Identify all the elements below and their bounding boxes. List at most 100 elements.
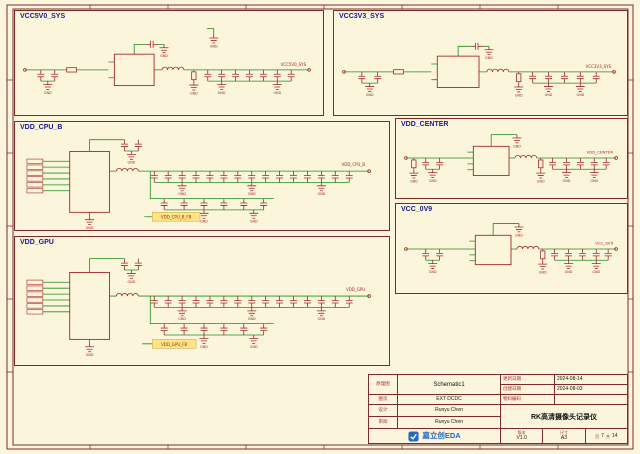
- capacitor[interactable]: [560, 71, 569, 84]
- capacitor[interactable]: [592, 71, 601, 84]
- capacitor[interactable]: [604, 248, 613, 261]
- capacitor[interactable]: [470, 42, 483, 51]
- capacitor[interactable]: [180, 198, 188, 211]
- inductor[interactable]: [116, 167, 139, 172]
- ic-body[interactable]: [472, 145, 510, 177]
- capacitor[interactable]: [317, 170, 326, 183]
- capacitor[interactable]: [134, 258, 143, 271]
- created-date-value[interactable]: 2024-08-03: [555, 385, 627, 395]
- gnd-symbol[interactable]: [84, 342, 95, 358]
- capacitor[interactable]: [528, 71, 537, 84]
- wire[interactable]: [42, 258, 370, 345]
- net-label[interactable]: VCC5V0_SYS: [281, 62, 307, 67]
- capacitor[interactable]: [331, 295, 340, 308]
- gnd-symbol[interactable]: [543, 82, 554, 98]
- gnd-symbol[interactable]: [535, 169, 546, 184]
- gnd-symbol[interactable]: [84, 215, 95, 230]
- gnd-symbol[interactable]: [364, 82, 375, 98]
- reviewer-name[interactable]: Runyu Chen: [398, 417, 501, 429]
- net-port-flag[interactable]: [26, 176, 44, 182]
- ic-body[interactable]: [436, 55, 480, 88]
- capacitor[interactable]: [576, 71, 585, 84]
- capacitor[interactable]: [164, 170, 173, 183]
- net-label[interactable]: VCC3V3_SYS: [586, 64, 612, 69]
- gnd-symbol[interactable]: [188, 81, 199, 96]
- capacitor[interactable]: [576, 157, 585, 170]
- updated-date-value[interactable]: 2024-08-14: [555, 375, 627, 385]
- capacitor[interactable]: [160, 198, 169, 211]
- net-port[interactable]: [404, 247, 408, 251]
- capacitor[interactable]: [36, 69, 45, 82]
- capacitor[interactable]: [217, 69, 226, 82]
- block-title[interactable]: VDD_CENTER: [401, 121, 449, 128]
- gnd-symbol[interactable]: [561, 168, 572, 184]
- capacitor[interactable]: [261, 295, 270, 308]
- gnd-symbol[interactable]: [483, 45, 494, 61]
- capacitor[interactable]: [261, 170, 270, 183]
- net-port-flag[interactable]: [26, 309, 44, 315]
- gnd-symbol[interactable]: [159, 43, 169, 59]
- capacitor[interactable]: [120, 258, 129, 271]
- schematic-block-vcc5v0-sys[interactable]: VCC5V0_SYS VCC5V0_SYS: [14, 10, 324, 116]
- capacitor[interactable]: [206, 170, 214, 183]
- circuit-canvas[interactable]: VCC5V0_SYS: [15, 11, 323, 115]
- net-port-flag[interactable]: [26, 279, 44, 285]
- gnd-symbol[interactable]: [272, 80, 283, 96]
- page-total-value[interactable]: 14: [611, 432, 618, 439]
- gnd-symbol[interactable]: [513, 83, 524, 98]
- net-port[interactable]: [614, 156, 618, 160]
- ic-body[interactable]: [113, 53, 155, 87]
- capacitor[interactable]: [287, 69, 296, 82]
- fb-net-flag[interactable]: VDD_CPU_B_FB: [152, 212, 201, 222]
- inductor[interactable]: [514, 154, 538, 159]
- block-title[interactable]: VCC5V0_SYS: [20, 13, 66, 20]
- net-port-flag[interactable]: [26, 291, 44, 297]
- ic-body[interactable]: [474, 234, 512, 266]
- capacitor[interactable]: [220, 170, 228, 183]
- project-name[interactable]: RK高清摄像头记录仪: [501, 405, 627, 429]
- gnd-symbol[interactable]: [42, 80, 53, 96]
- schematic-block-vdd-cpu-b[interactable]: VDD_CPU_B: [14, 121, 390, 231]
- capacitor[interactable]: [331, 170, 340, 183]
- capacitor[interactable]: [200, 198, 208, 211]
- inductor[interactable]: [116, 292, 139, 297]
- net-port[interactable]: [307, 68, 311, 72]
- net-port-flag[interactable]: [26, 158, 44, 164]
- fb-net-flag[interactable]: VDD_GPU_FB: [152, 339, 197, 349]
- capacitor[interactable]: [592, 248, 601, 261]
- circuit-canvas[interactable]: VDD_CENTER: [396, 119, 627, 198]
- resistor[interactable]: [393, 69, 404, 75]
- capacitor[interactable]: [421, 157, 430, 170]
- gnd-symbol[interactable]: [126, 150, 137, 166]
- block-title[interactable]: VCC_0V9: [401, 206, 433, 213]
- resistor[interactable]: [411, 157, 417, 171]
- net-port-flag[interactable]: [26, 170, 44, 176]
- capacitor[interactable]: [289, 170, 298, 183]
- capacitor[interactable]: [220, 295, 228, 308]
- gnd-symbol[interactable]: [563, 259, 574, 275]
- capacitor[interactable]: [233, 170, 242, 183]
- capacitor[interactable]: [421, 248, 430, 261]
- capacitor[interactable]: [206, 295, 214, 308]
- capacitor[interactable]: [203, 69, 212, 82]
- capacitor[interactable]: [345, 295, 354, 308]
- resistor[interactable]: [516, 71, 522, 85]
- schematic-block-vdd-gpu[interactable]: VDD_GPU: [14, 236, 390, 366]
- capacitor[interactable]: [357, 71, 366, 84]
- capacitor[interactable]: [164, 295, 173, 308]
- capacitor[interactable]: [259, 69, 268, 82]
- ic-body[interactable]: [69, 151, 110, 213]
- designer-name[interactable]: Runyu Chen: [398, 405, 501, 417]
- capacitor[interactable]: [192, 295, 200, 308]
- capacitor[interactable]: [273, 69, 282, 82]
- capacitor[interactable]: [220, 323, 228, 336]
- net-port[interactable]: [614, 247, 618, 251]
- net-port[interactable]: [23, 68, 27, 72]
- block-title[interactable]: VDD_CPU_B: [20, 124, 63, 131]
- gnd-symbol[interactable]: [246, 181, 257, 197]
- capacitor[interactable]: [247, 170, 256, 183]
- capacitor[interactable]: [275, 295, 284, 308]
- gnd-symbol[interactable]: [575, 82, 586, 98]
- capacitor[interactable]: [550, 248, 559, 261]
- inductor[interactable]: [516, 245, 540, 250]
